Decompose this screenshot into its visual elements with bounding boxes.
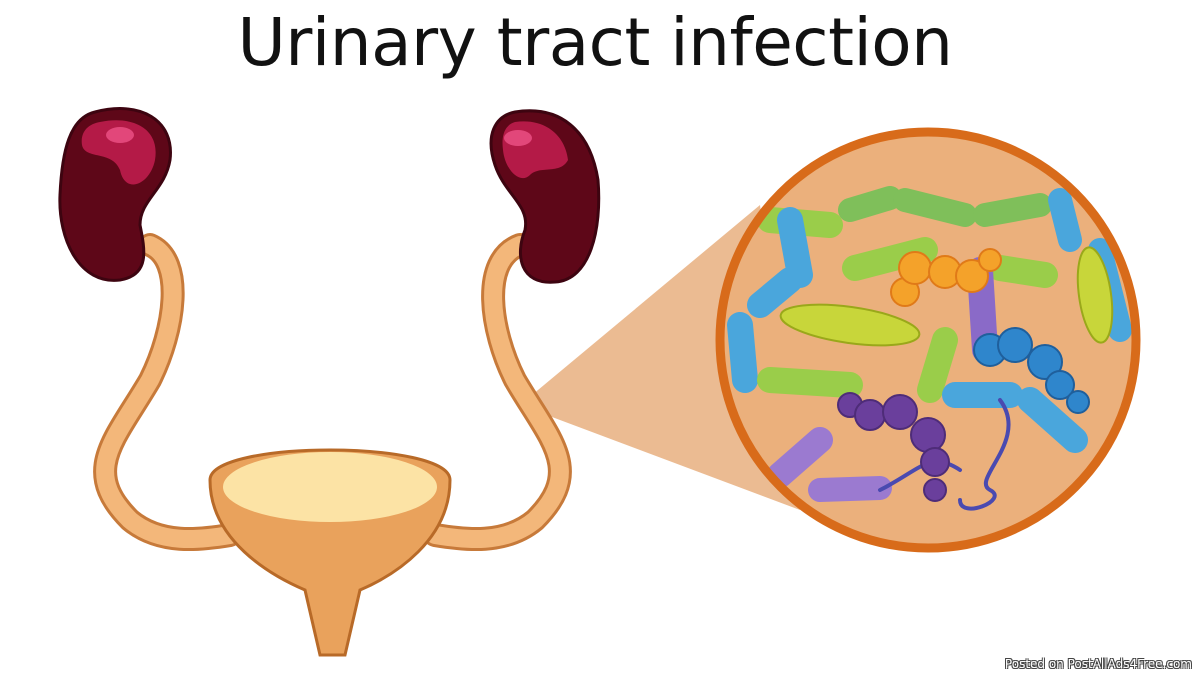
lens-ring	[715, 127, 1141, 553]
left-kidney	[58, 107, 172, 282]
bladder	[208, 448, 452, 657]
right-kidney	[489, 109, 601, 284]
cocci-chain-blue	[973, 327, 1090, 414]
flagellated-bacteria	[779, 246, 1114, 347]
watermark: Posted on PostAllAds4Free.com	[1004, 657, 1192, 671]
cocci-chain-orange	[890, 248, 1002, 307]
magnified-bacteria-view	[715, 127, 1141, 553]
cocci-chain-purple	[837, 392, 950, 502]
diagram-title: Urinary tract infection	[237, 4, 953, 81]
ureters	[93, 233, 572, 552]
